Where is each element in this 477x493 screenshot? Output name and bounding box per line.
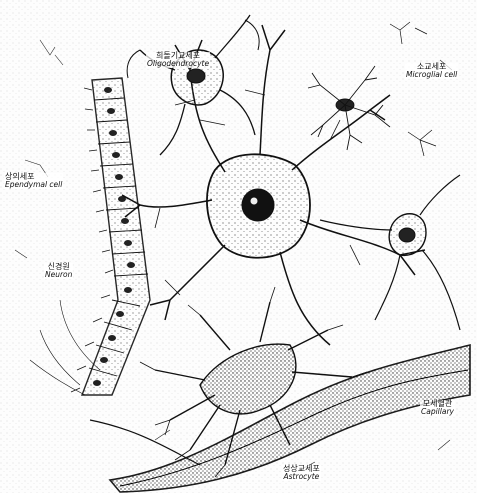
ependymal-label: 상의세포 Ependymal cell bbox=[4, 173, 63, 189]
capillary-label-english: Capillary bbox=[421, 408, 454, 416]
astrocyte-label-english: Astrocyte bbox=[283, 473, 320, 481]
microglia-label-english: Microglial cell bbox=[406, 71, 457, 79]
microglia-label: 소교세포 Microglial cell bbox=[405, 63, 458, 79]
astrocyte-label: 성상교세포 Astrocyte bbox=[282, 465, 321, 481]
neuron-label: 신경원 Neuron bbox=[44, 263, 73, 279]
neuron-label-english: Neuron bbox=[45, 271, 72, 279]
oligodendrocyte-label: 희돌기교세포 Oligodendrocyte bbox=[146, 52, 210, 68]
oligodendrocyte-label-english: Oligodendrocyte bbox=[147, 60, 209, 68]
ependymal-label-english: Ependymal cell bbox=[5, 181, 62, 189]
capillary-label: 모세혈관 Capillary bbox=[420, 400, 455, 416]
